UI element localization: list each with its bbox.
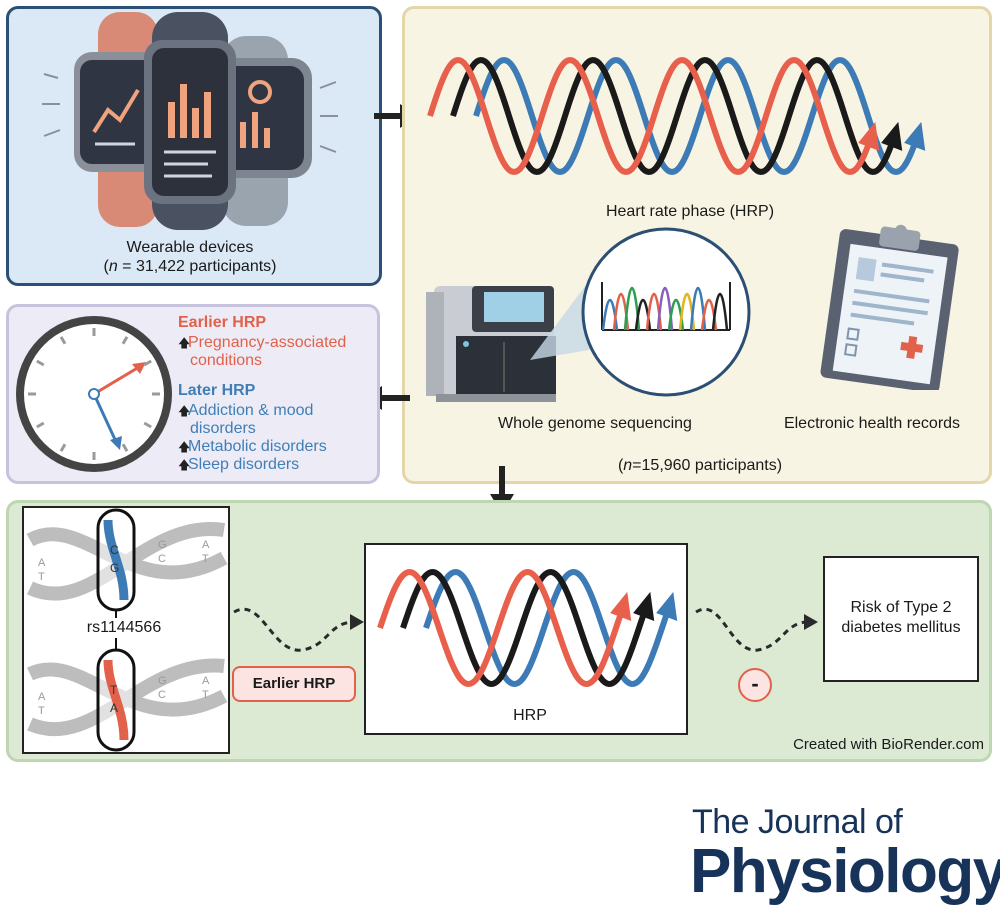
journal-name-line-2: Physiology bbox=[690, 837, 1000, 906]
dna-base-t: T bbox=[38, 571, 45, 583]
later-hrp-heading: Later HRP bbox=[178, 382, 256, 399]
motion-lines-icon bbox=[42, 73, 338, 153]
up-arrow-icon: 🡅 bbox=[178, 336, 191, 350]
dna-base-t4: T bbox=[202, 689, 209, 701]
dna-base-t3: T bbox=[38, 705, 45, 717]
blue-wave-line-arrowhead bbox=[904, 121, 926, 151]
biorender-credit: Created with BioRender.com bbox=[793, 736, 984, 753]
snp-base-a: A bbox=[110, 701, 118, 715]
later-item-1: 🡅Addiction & mood bbox=[178, 402, 314, 419]
outcome-box bbox=[823, 556, 979, 682]
clock-tick bbox=[143, 359, 152, 367]
dna-base-c2: C bbox=[158, 689, 166, 701]
later-item-1b: disorders bbox=[190, 420, 256, 437]
clock-icon bbox=[16, 316, 172, 472]
earlier-item-1b: conditions bbox=[190, 352, 263, 369]
clock-tick bbox=[59, 336, 67, 345]
heart-rate-phase-waves bbox=[427, 56, 926, 176]
clock-tick bbox=[59, 443, 67, 452]
earlier-item-1: 🡅Pregnancy-associated bbox=[178, 334, 347, 351]
outcome-line-2: diabetes mellitus bbox=[841, 619, 961, 636]
ehr-label: Electronic health records bbox=[783, 415, 961, 432]
snp-base-t: T bbox=[110, 683, 118, 697]
snp-base-g: G bbox=[110, 561, 119, 575]
outcome-line-1: Risk of Type 2 bbox=[850, 599, 952, 616]
clock-tick bbox=[121, 443, 129, 452]
dna-base-a2: A bbox=[202, 539, 210, 551]
red-wave-line-arrowhead bbox=[610, 591, 632, 621]
earlier-hrp-heading: Earlier HRP bbox=[178, 314, 267, 331]
black-wave-line-arrowhead bbox=[633, 591, 655, 621]
dashed-arrow-2 bbox=[695, 607, 818, 652]
snp-label: rs1144566 bbox=[64, 618, 184, 638]
wgs-label: Whole genome sequencing bbox=[498, 415, 692, 432]
journal-name-line-1: The Journal of bbox=[692, 803, 903, 841]
dna-helix-illustration: A T G C A T A T G C A T C G T A bbox=[26, 508, 228, 752]
black-wave-line bbox=[400, 568, 648, 688]
up-arrow-icon: 🡅 bbox=[178, 458, 191, 472]
later-item-3: 🡅Sleep disorders bbox=[178, 456, 300, 473]
negative-association-badge: - bbox=[738, 668, 772, 702]
up-arrow-icon: 🡅 bbox=[178, 440, 191, 454]
dna-base-c: C bbox=[158, 553, 166, 565]
later-item-2: 🡅Metabolic disorders bbox=[178, 438, 327, 455]
red-wave-line bbox=[377, 568, 625, 688]
earlier-hrp-exposure-badge: Earlier HRP bbox=[232, 666, 356, 702]
dna-base-a: A bbox=[38, 557, 46, 569]
dna-base-a4: A bbox=[202, 675, 210, 687]
hrp-wave-label: Heart rate phase (HRP) bbox=[605, 203, 775, 220]
dna-base-a3: A bbox=[38, 691, 46, 703]
red-wave-line bbox=[427, 56, 873, 176]
chromatogram-magnifier bbox=[581, 227, 751, 397]
dashed-arrow-1 bbox=[233, 607, 364, 652]
blue-wave-line-arrowhead bbox=[656, 591, 678, 621]
dark-watch-icon bbox=[144, 12, 236, 230]
hrp-small-waves bbox=[377, 568, 678, 688]
hrp-box-label: HRP bbox=[513, 707, 547, 724]
snp-base-c: C bbox=[110, 543, 119, 557]
clipboard-health-records-icon bbox=[820, 224, 959, 390]
clock-tick bbox=[36, 359, 45, 367]
wearable-title: Wearable devices bbox=[126, 239, 254, 256]
chromatogram-peak bbox=[711, 293, 729, 331]
smartwatches-illustration bbox=[42, 12, 338, 230]
blue-wave-line bbox=[423, 568, 671, 688]
black-wave-line-arrowhead bbox=[881, 121, 903, 151]
clock-tick bbox=[143, 421, 152, 429]
wearable-count: (n = 31,422 participants) bbox=[103, 258, 277, 275]
dna-base-g2: G bbox=[158, 675, 167, 687]
rose-watch-icon bbox=[74, 12, 162, 227]
clock-tick bbox=[36, 421, 45, 429]
dna-base-g: G bbox=[158, 539, 167, 551]
sequencer-machine-icon bbox=[426, 286, 556, 402]
dna-base-t2: T bbox=[202, 553, 209, 565]
hrp-count: (n=15,960 participants) bbox=[617, 457, 783, 474]
clock-tick bbox=[121, 336, 129, 345]
up-arrow-icon: 🡅 bbox=[178, 404, 191, 418]
red-wave-line-arrowhead bbox=[858, 121, 880, 151]
